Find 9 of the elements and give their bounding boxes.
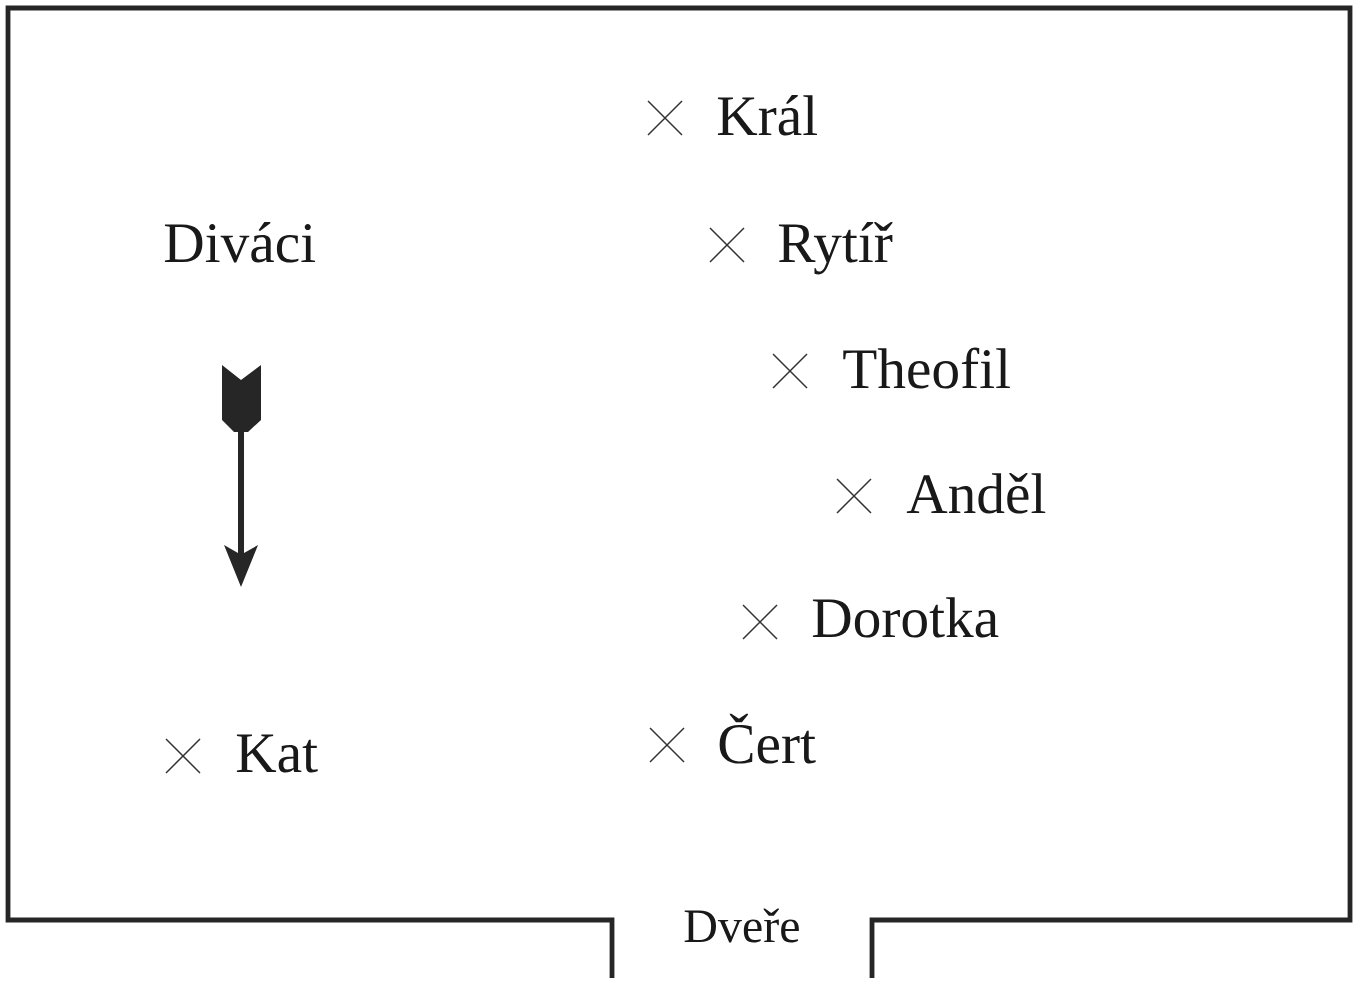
character-label: Dorotka (812, 597, 999, 638)
character-label: Čert (719, 713, 816, 764)
audience-label: Diváci (164, 222, 316, 263)
character-label: Anděl (906, 473, 1046, 514)
character-label: Rytíř (778, 222, 893, 275)
door-label: Dveře (684, 908, 799, 943)
character-label: Kat (236, 734, 318, 773)
character-label: Theofil (843, 347, 1010, 389)
character-label: Král (717, 95, 817, 136)
